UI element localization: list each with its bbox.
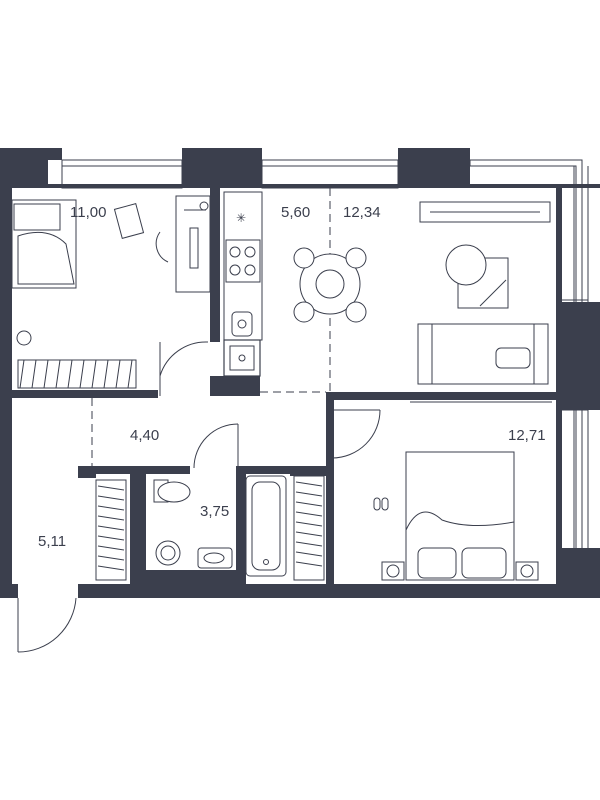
bedroom-master-furniture bbox=[373, 451, 539, 581]
room-area-bedroom-small: 11,00 bbox=[70, 204, 106, 221]
room-area-hallway: 4,40 bbox=[130, 427, 159, 444]
room-area-living-room: 12,34 bbox=[343, 204, 381, 221]
hallway-wardrobes bbox=[95, 475, 325, 581]
exterior-walls bbox=[0, 148, 600, 598]
living-room-furniture bbox=[410, 201, 552, 403]
bedroom-small-furniture bbox=[11, 195, 211, 389]
room-area-entrance: 5,11 bbox=[38, 533, 66, 550]
room-area-bedroom-master: 12,71 bbox=[508, 427, 546, 444]
svg-text:✳: ✳ bbox=[236, 211, 246, 225]
interior-walls bbox=[12, 188, 556, 584]
kitchen-furniture: ✳ bbox=[223, 191, 367, 341]
doors bbox=[17, 188, 381, 653]
room-labels: 11,00 5,60 12,34 4,40 3,75 5,11 12,71 bbox=[38, 204, 546, 550]
bathroom-fixtures bbox=[153, 475, 287, 577]
room-area-kitchen: 5,60 bbox=[281, 204, 310, 221]
room-area-bathroom: 3,75 bbox=[200, 503, 229, 520]
